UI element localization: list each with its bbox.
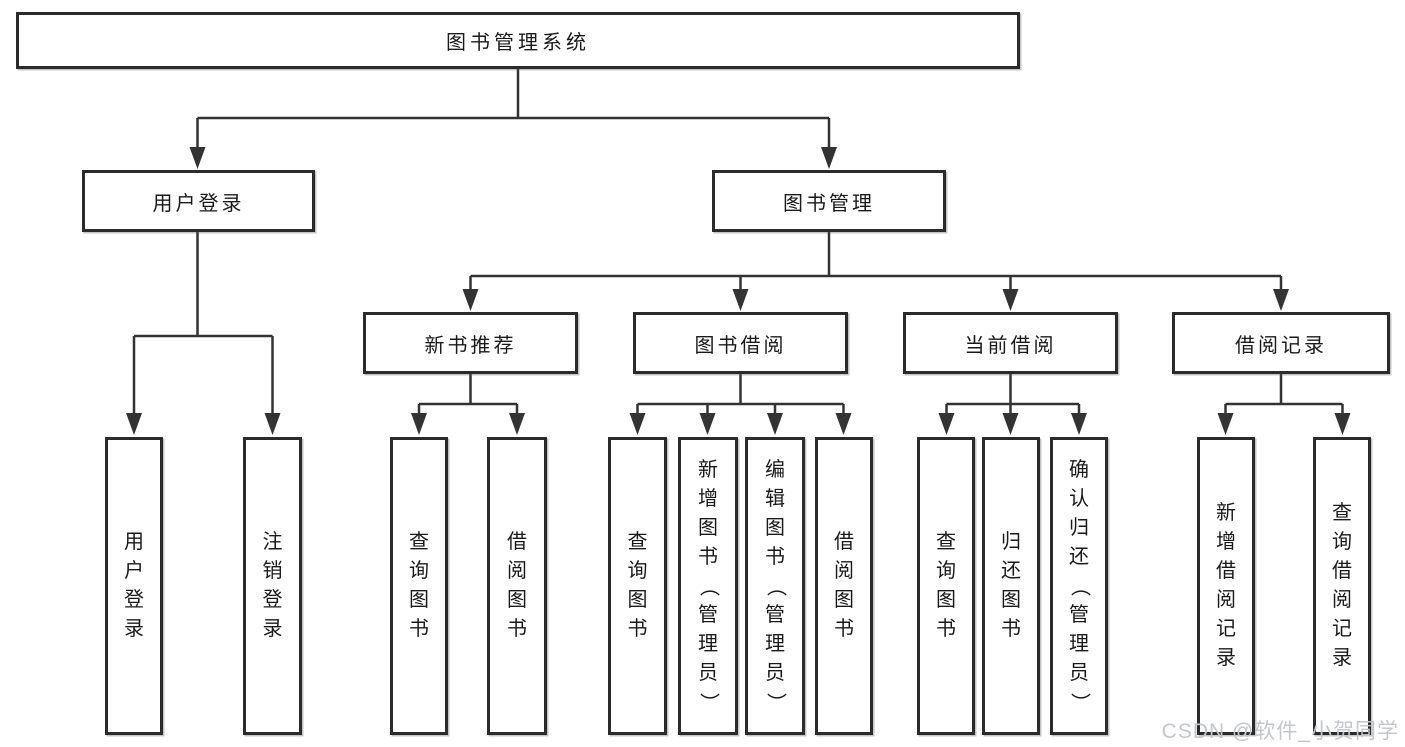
- node-leaf-logout-label: 注销登录: [262, 531, 283, 640]
- node-leaf-query-books-recommend-label: 查询图书: [409, 531, 429, 640]
- node-library-management-system-label: 图书管理系统: [446, 32, 590, 54]
- node-leaf-user-login-label: 用户登录: [124, 531, 144, 640]
- node-leaf-borrow-books: 借阅图书: [815, 437, 873, 735]
- node-leaf-add-books-admin-label: 新增图书（管理员）: [697, 458, 720, 713]
- node-leaf-query-books-current-label: 查询图书: [936, 531, 956, 640]
- node-user-login-label: 用户登录: [152, 192, 245, 215]
- node-leaf-query-books-current: 查询图书: [917, 437, 975, 735]
- node-borrowing-records: 借阅记录: [1172, 312, 1390, 374]
- node-leaf-query-books-borrowing-label: 查询图书: [627, 531, 648, 640]
- node-new-book-recommendation-label: 新书推荐: [424, 334, 517, 357]
- node-leaf-query-books-borrowing: 查询图书: [608, 437, 667, 735]
- node-book-management-label: 图书管理: [783, 192, 875, 215]
- node-leaf-edit-books-admin-label: 编辑图书（管理员）: [764, 458, 787, 713]
- node-book-borrowing-label: 图书借阅: [694, 334, 787, 357]
- node-leaf-user-login: 用户登录: [105, 437, 163, 735]
- node-leaf-query-borrow-record-label: 查询借阅记录: [1332, 502, 1352, 669]
- node-leaf-query-borrow-record: 查询借阅记录: [1313, 437, 1371, 735]
- node-library-management-system: 图书管理系统: [16, 12, 1020, 69]
- node-leaf-add-borrow-record-label: 新增借阅记录: [1216, 502, 1236, 669]
- node-leaf-return-books-label: 归还图书: [1001, 531, 1021, 640]
- node-leaf-add-borrow-record: 新增借阅记录: [1197, 437, 1255, 735]
- node-leaf-borrow-books-recommend: 借阅图书: [487, 437, 547, 735]
- node-current-borrowing-label: 当前借阅: [964, 334, 1057, 357]
- node-current-borrowing: 当前借阅: [903, 312, 1118, 374]
- node-leaf-edit-books-admin: 编辑图书（管理员）: [745, 437, 805, 735]
- node-leaf-confirm-return-admin-label: 确认归还（管理员）: [1068, 458, 1091, 713]
- node-new-book-recommendation: 新书推荐: [363, 312, 578, 374]
- node-leaf-query-books-recommend: 查询图书: [390, 437, 448, 735]
- node-user-login: 用户登录: [82, 170, 315, 232]
- node-leaf-add-books-admin: 新增图书（管理员）: [678, 437, 738, 735]
- node-leaf-logout: 注销登录: [243, 437, 302, 735]
- node-book-borrowing: 图书借阅: [633, 312, 848, 374]
- node-book-management: 图书管理: [712, 170, 946, 232]
- node-leaf-borrow-books-recommend-label: 借阅图书: [507, 531, 527, 640]
- node-leaf-return-books: 归还图书: [982, 437, 1040, 735]
- node-leaf-confirm-return-admin: 确认归还（管理员）: [1050, 437, 1108, 735]
- csdn-watermark: CSDN @软件_小贺同学: [1161, 720, 1399, 743]
- node-leaf-borrow-books-label: 借阅图书: [834, 531, 854, 640]
- node-borrowing-records-label: 借阅记录: [1235, 334, 1327, 357]
